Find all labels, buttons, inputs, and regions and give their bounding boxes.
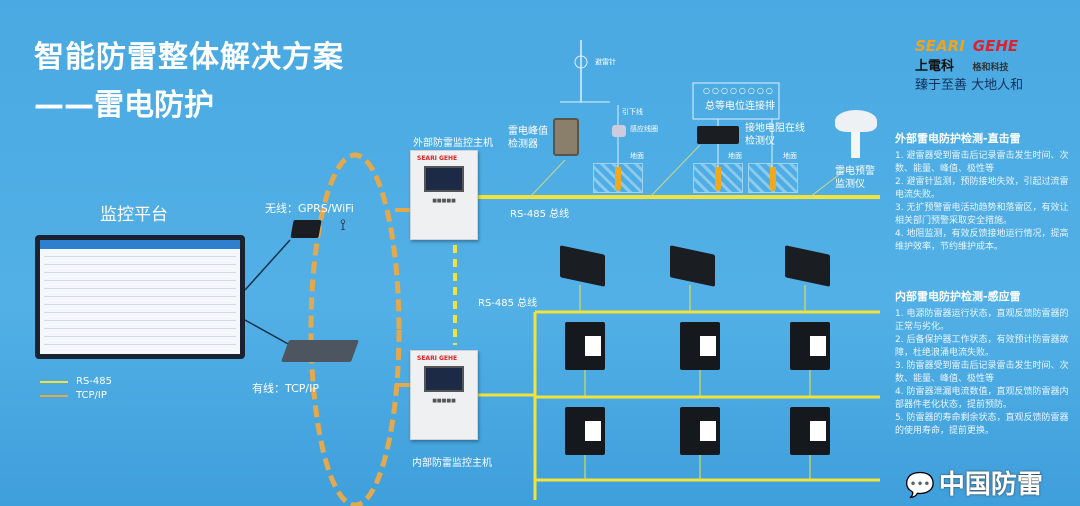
direct-lightning-list: 外部雷电防护检测-直击雷 1. 避雷器受到雷击后记录雷击发生时间、次数、能量、峰…	[895, 132, 1077, 254]
legend-label: TCP/IP	[76, 390, 107, 401]
lightning-warning-sensor	[835, 110, 877, 132]
surge-protector	[565, 407, 605, 455]
wired-label: 有线：TCP/IP	[252, 382, 319, 395]
brand-gehe: GEHE	[972, 37, 1019, 55]
brand-seari: SEARI	[915, 37, 965, 55]
list-item: 4. 地阻监测，有效反馈接地运行情况，提高维护效率，节约维护成本。	[895, 229, 1069, 252]
ground-rod	[593, 163, 643, 193]
host-display	[424, 366, 464, 392]
clamp-sensor	[612, 125, 626, 137]
list-item: 3. 无扩预警雷电活动趋势和落雷区，有效让相关部门预警采取安全措施。	[895, 203, 1069, 226]
antenna-icon: ⟟	[340, 215, 346, 234]
surge-protector	[790, 322, 830, 370]
list-item: 1. 电源防雷器运行状态，直观反馈防雷器的正常与劣化。	[895, 309, 1069, 332]
host-display	[424, 166, 464, 192]
legend-swatch	[40, 380, 68, 383]
host-brand: SEARI GEHE	[417, 355, 458, 362]
brand-gehe-cn: 格和科技	[972, 63, 1009, 73]
platform-label: 监控平台	[100, 205, 168, 225]
host-caption: ■■■■■	[432, 398, 456, 404]
tower-label: 避雷针	[595, 58, 616, 66]
surge-protector	[790, 407, 830, 455]
equipotential-bar-label: 总等电位连接排	[705, 101, 775, 112]
internal-host-label: 内部防雷监控主机	[412, 458, 492, 469]
terminal-bar: ○○○○○○○○	[703, 86, 775, 95]
legend: RS-485 TCP/IP	[40, 376, 112, 401]
sensor-pole	[851, 132, 860, 158]
induced-lightning-list: 内部雷电防护检测-感应雷 1. 电源防雷器运行状态，直观反馈防雷器的正常与劣化。…	[895, 290, 1077, 438]
surge-peak-detector	[553, 118, 579, 156]
ground-label: 地面	[630, 152, 644, 160]
wireless-label: 无线：GPRS/WiFi	[265, 202, 354, 215]
resistance-label: 接地电阻在线检测仪	[745, 123, 805, 147]
ground-resistance-meter	[697, 126, 739, 144]
surge-protector	[680, 322, 720, 370]
page-title: 智能防雷整体解决方案	[34, 40, 344, 75]
brand-logo: SEARI GEHE 上電科 格和科技 臻于至善 大地人和	[915, 36, 1065, 96]
ground-rod	[693, 163, 743, 193]
ground-label: 地面	[783, 152, 797, 160]
external-host-label: 外部防雷监控主机	[413, 138, 493, 149]
ground-rod	[748, 163, 798, 193]
wireless-router	[290, 220, 322, 238]
warning-label: 雷电预警监测仪	[835, 166, 875, 190]
wechat-icon: 💬	[905, 471, 935, 499]
brand-seari-cn: 上電科	[915, 59, 955, 74]
clamp-label: 感应线圈	[630, 125, 658, 133]
watermark-text: 中国防雷	[938, 470, 1043, 500]
slogan: 大地人和	[971, 78, 1024, 93]
direct-lightning-title: 外部雷电防护检测-直击雷	[895, 132, 1021, 145]
list-item: 5. 防雷器的寿命剩余状态，直观反馈防雷器的使用寿命，提前更换。	[895, 413, 1069, 436]
detector-label: 雷电峰值检测器	[508, 126, 548, 150]
bus-label-top: RS-485 总线	[510, 209, 570, 220]
internal-host[interactable]: SEARI GEHE ■■■■■	[410, 350, 478, 440]
list-item: 1. 避雷器受到雷击后记录雷击发生时间、次数、能量、峰值、极性等	[895, 151, 1069, 174]
surge-protector	[565, 322, 605, 370]
legend-label: RS-485	[76, 376, 112, 387]
page-subtitle: ——雷电防护	[34, 88, 214, 123]
list-item: 2. 避雷针监测，预防接地失效，引起过流雷电流失败。	[895, 177, 1069, 200]
network-switch	[280, 340, 360, 362]
bus-label-middle: RS-485 总线	[478, 298, 538, 309]
list-item: 2. 后备保护器工作状态，有效预计防雷器故障，杜绝浪涌电流失败。	[895, 335, 1069, 358]
lead-label: 引下线	[622, 108, 643, 116]
ground-label: 地面	[728, 152, 742, 160]
monitoring-screen[interactable]	[35, 235, 245, 359]
list-item: 3. 防雷器受到雷击后记录雷击发生时间、次数、能量、峰值、极性等	[895, 361, 1069, 384]
induced-lightning-title: 内部雷电防护检测-感应雷	[895, 290, 1021, 303]
slogan: 臻于至善	[915, 78, 968, 93]
surge-protector	[680, 407, 720, 455]
list-item: 4. 防雷器泄漏电流数值，直观反馈防雷器内部器件老化状态，提前预防。	[895, 387, 1069, 410]
external-host[interactable]: SEARI GEHE ■■■■■	[410, 150, 478, 240]
legend-swatch	[40, 394, 68, 397]
host-brand: SEARI GEHE	[417, 155, 458, 162]
host-caption: ■■■■■	[432, 198, 456, 204]
wechat-watermark: 💬 中国防雷	[905, 470, 1043, 500]
